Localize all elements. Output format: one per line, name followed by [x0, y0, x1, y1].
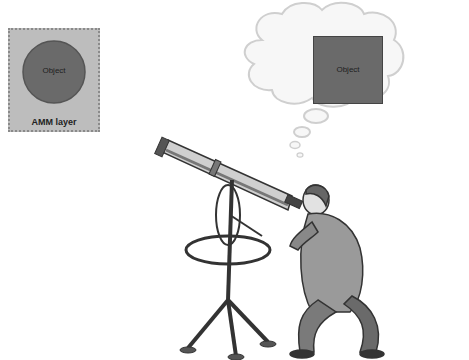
- thought-bubble: [304, 109, 328, 123]
- thought-bubble: [294, 127, 310, 137]
- mount-post: [228, 180, 232, 300]
- node-label: Object: [314, 66, 382, 75]
- object-circle: Object: [22, 40, 86, 104]
- tube-ring: [209, 159, 221, 176]
- layer-box: AMM layer Object: [8, 28, 100, 132]
- tripod-leg: [188, 300, 228, 348]
- telescope: [155, 137, 303, 360]
- thought-bubble: [297, 153, 303, 157]
- shoe: [290, 350, 314, 358]
- node-label: Object: [22, 67, 86, 76]
- telescope-tube: [162, 140, 292, 210]
- astronomer: [290, 185, 384, 358]
- thought-bubble: [290, 142, 300, 149]
- mount-ring: [216, 185, 240, 245]
- thought-cloud: [245, 3, 404, 107]
- tripod-foot: [260, 341, 276, 347]
- tube-ring: [155, 137, 170, 157]
- node-label: AMM layer: [10, 118, 98, 128]
- eyepiece: [285, 195, 303, 209]
- shoe: [360, 350, 384, 358]
- tripod-foot: [180, 347, 196, 353]
- circle-shape: [23, 41, 85, 103]
- tripod-leg: [228, 300, 268, 342]
- tube-shading: [166, 150, 288, 205]
- leg: [344, 296, 379, 352]
- tripod-foot: [228, 354, 244, 360]
- leg: [299, 300, 336, 352]
- mount-ring: [186, 236, 270, 264]
- object-square: Object: [313, 36, 383, 104]
- head: [303, 185, 329, 215]
- arm: [290, 222, 318, 250]
- hair: [306, 185, 329, 206]
- mount-arm: [230, 215, 262, 236]
